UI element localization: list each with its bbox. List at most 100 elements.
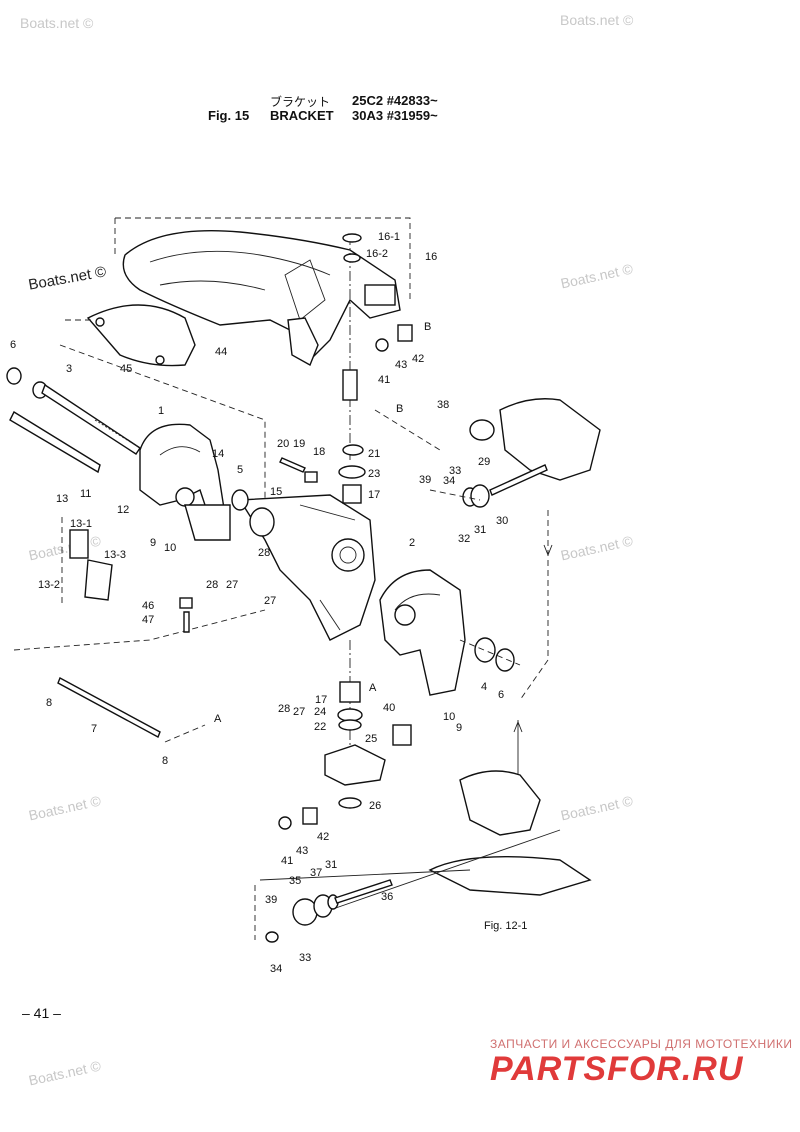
callout-label: 31 [474,524,486,536]
spring-part [69,529,89,559]
stopper-part [179,597,193,609]
callout-label: 16 [425,251,437,263]
callout-label: 13 [56,493,68,505]
nut-part [375,338,389,352]
callout-label: 13-3 [104,549,126,561]
washer-part [343,253,361,263]
callout-label: B [424,321,431,333]
stopper-part [392,724,412,746]
callout-label: 20 [277,438,289,450]
callout-label: 19 [293,438,305,450]
washer-part [342,444,364,456]
cover-plate-part [86,304,196,367]
clamp-bracket-right-part [379,569,466,696]
callout-label: 2 [409,537,415,549]
callout-label: 12 [117,504,129,516]
brand-logo: PARTSFOR.RU [490,1050,744,1088]
watermark: Boats.net © [560,12,634,28]
model-line-1: 25C2 #42833~ [352,93,438,108]
callout-label: 11 [80,488,91,500]
plate-part [397,324,413,342]
page-number: – 41 – [22,1005,61,1021]
callout-label: 6 [10,339,16,351]
lower-mount-part [259,770,592,911]
callout-label: A [214,713,222,725]
engine-mount-assembly-part [462,398,601,508]
callout-label: 14 [212,448,224,460]
callout-label: 39 [419,474,431,486]
callout-label: 40 [383,702,395,714]
spline-shaft-part [342,369,358,401]
washer-part [338,719,362,731]
callout-label: 26 [369,800,381,812]
cable-part [57,677,161,738]
title-japanese: ブラケット [270,95,331,109]
callout-label: 43 [296,845,308,857]
reference-line [374,409,441,451]
callout-label: 27 [293,706,305,718]
reference-line [429,489,481,501]
tilt-rod-part [9,411,101,474]
callout-label: 30 [496,515,508,527]
callout-label: 33 [299,952,311,964]
callout-label: A [369,682,377,694]
callout-label: 16-2 [366,248,388,260]
swivel-bracket-part [238,494,376,641]
callout-label: 45 [120,363,132,375]
reference-line [115,217,411,300]
callout-label: 27 [264,595,276,607]
callout-label: 21 [368,448,380,460]
callout-label: 41 [281,855,293,867]
shaft-part [231,489,249,511]
bolt-part [183,611,190,633]
bushing-part [342,484,362,504]
callout-label: 47 [142,614,154,626]
clamp-bracket-left-part [139,423,231,541]
callout-label: 28 [278,703,290,715]
bushing-part [474,637,496,663]
nut-part [6,367,22,385]
callout-label: 32 [458,533,470,545]
callout-label: 46 [142,600,154,612]
callout-label: 43 [395,359,407,371]
callout-label: 17 [368,489,380,501]
washer-part [338,465,366,479]
steering-arm-part [324,744,386,786]
callout-label: 15 [270,486,282,498]
callout-label: 24 [314,706,326,718]
callout-label: 25 [365,733,377,745]
bushing-part [339,681,361,703]
callout-label: B [396,403,403,415]
callout-label: 18 [313,446,325,458]
tilt-lever-part [84,559,113,601]
callout-label: 37 [310,867,322,879]
callout-label: 13-1 [70,518,92,530]
callout-label: 1 [158,405,164,417]
callout-label: 3 [66,363,72,375]
callout-label: 16-1 [378,231,400,243]
nut-part [495,648,515,672]
callout-label: 13-2 [38,579,60,591]
callout-label: 42 [412,353,424,365]
callout-label: 31 [325,859,337,871]
reference-line [59,344,266,505]
callout-label: 8 [46,697,52,709]
callout-label: 17 [315,694,327,706]
callout-label: 10 [164,542,176,554]
callout-label: 29 [478,456,490,468]
reference-line [459,639,521,666]
plate-part [304,471,318,483]
callout-label: 6 [498,689,504,701]
callout-label: 44 [215,346,227,358]
nut-part [278,816,292,830]
reference-line [13,609,266,651]
plate-part [302,807,318,825]
callout-label: 23 [368,468,380,480]
callout-label: 34 [443,475,455,487]
callout-label: 9 [456,722,462,734]
through-bolt-part [32,381,141,455]
callout-label: 39 [265,894,277,906]
washer-part [337,708,363,722]
